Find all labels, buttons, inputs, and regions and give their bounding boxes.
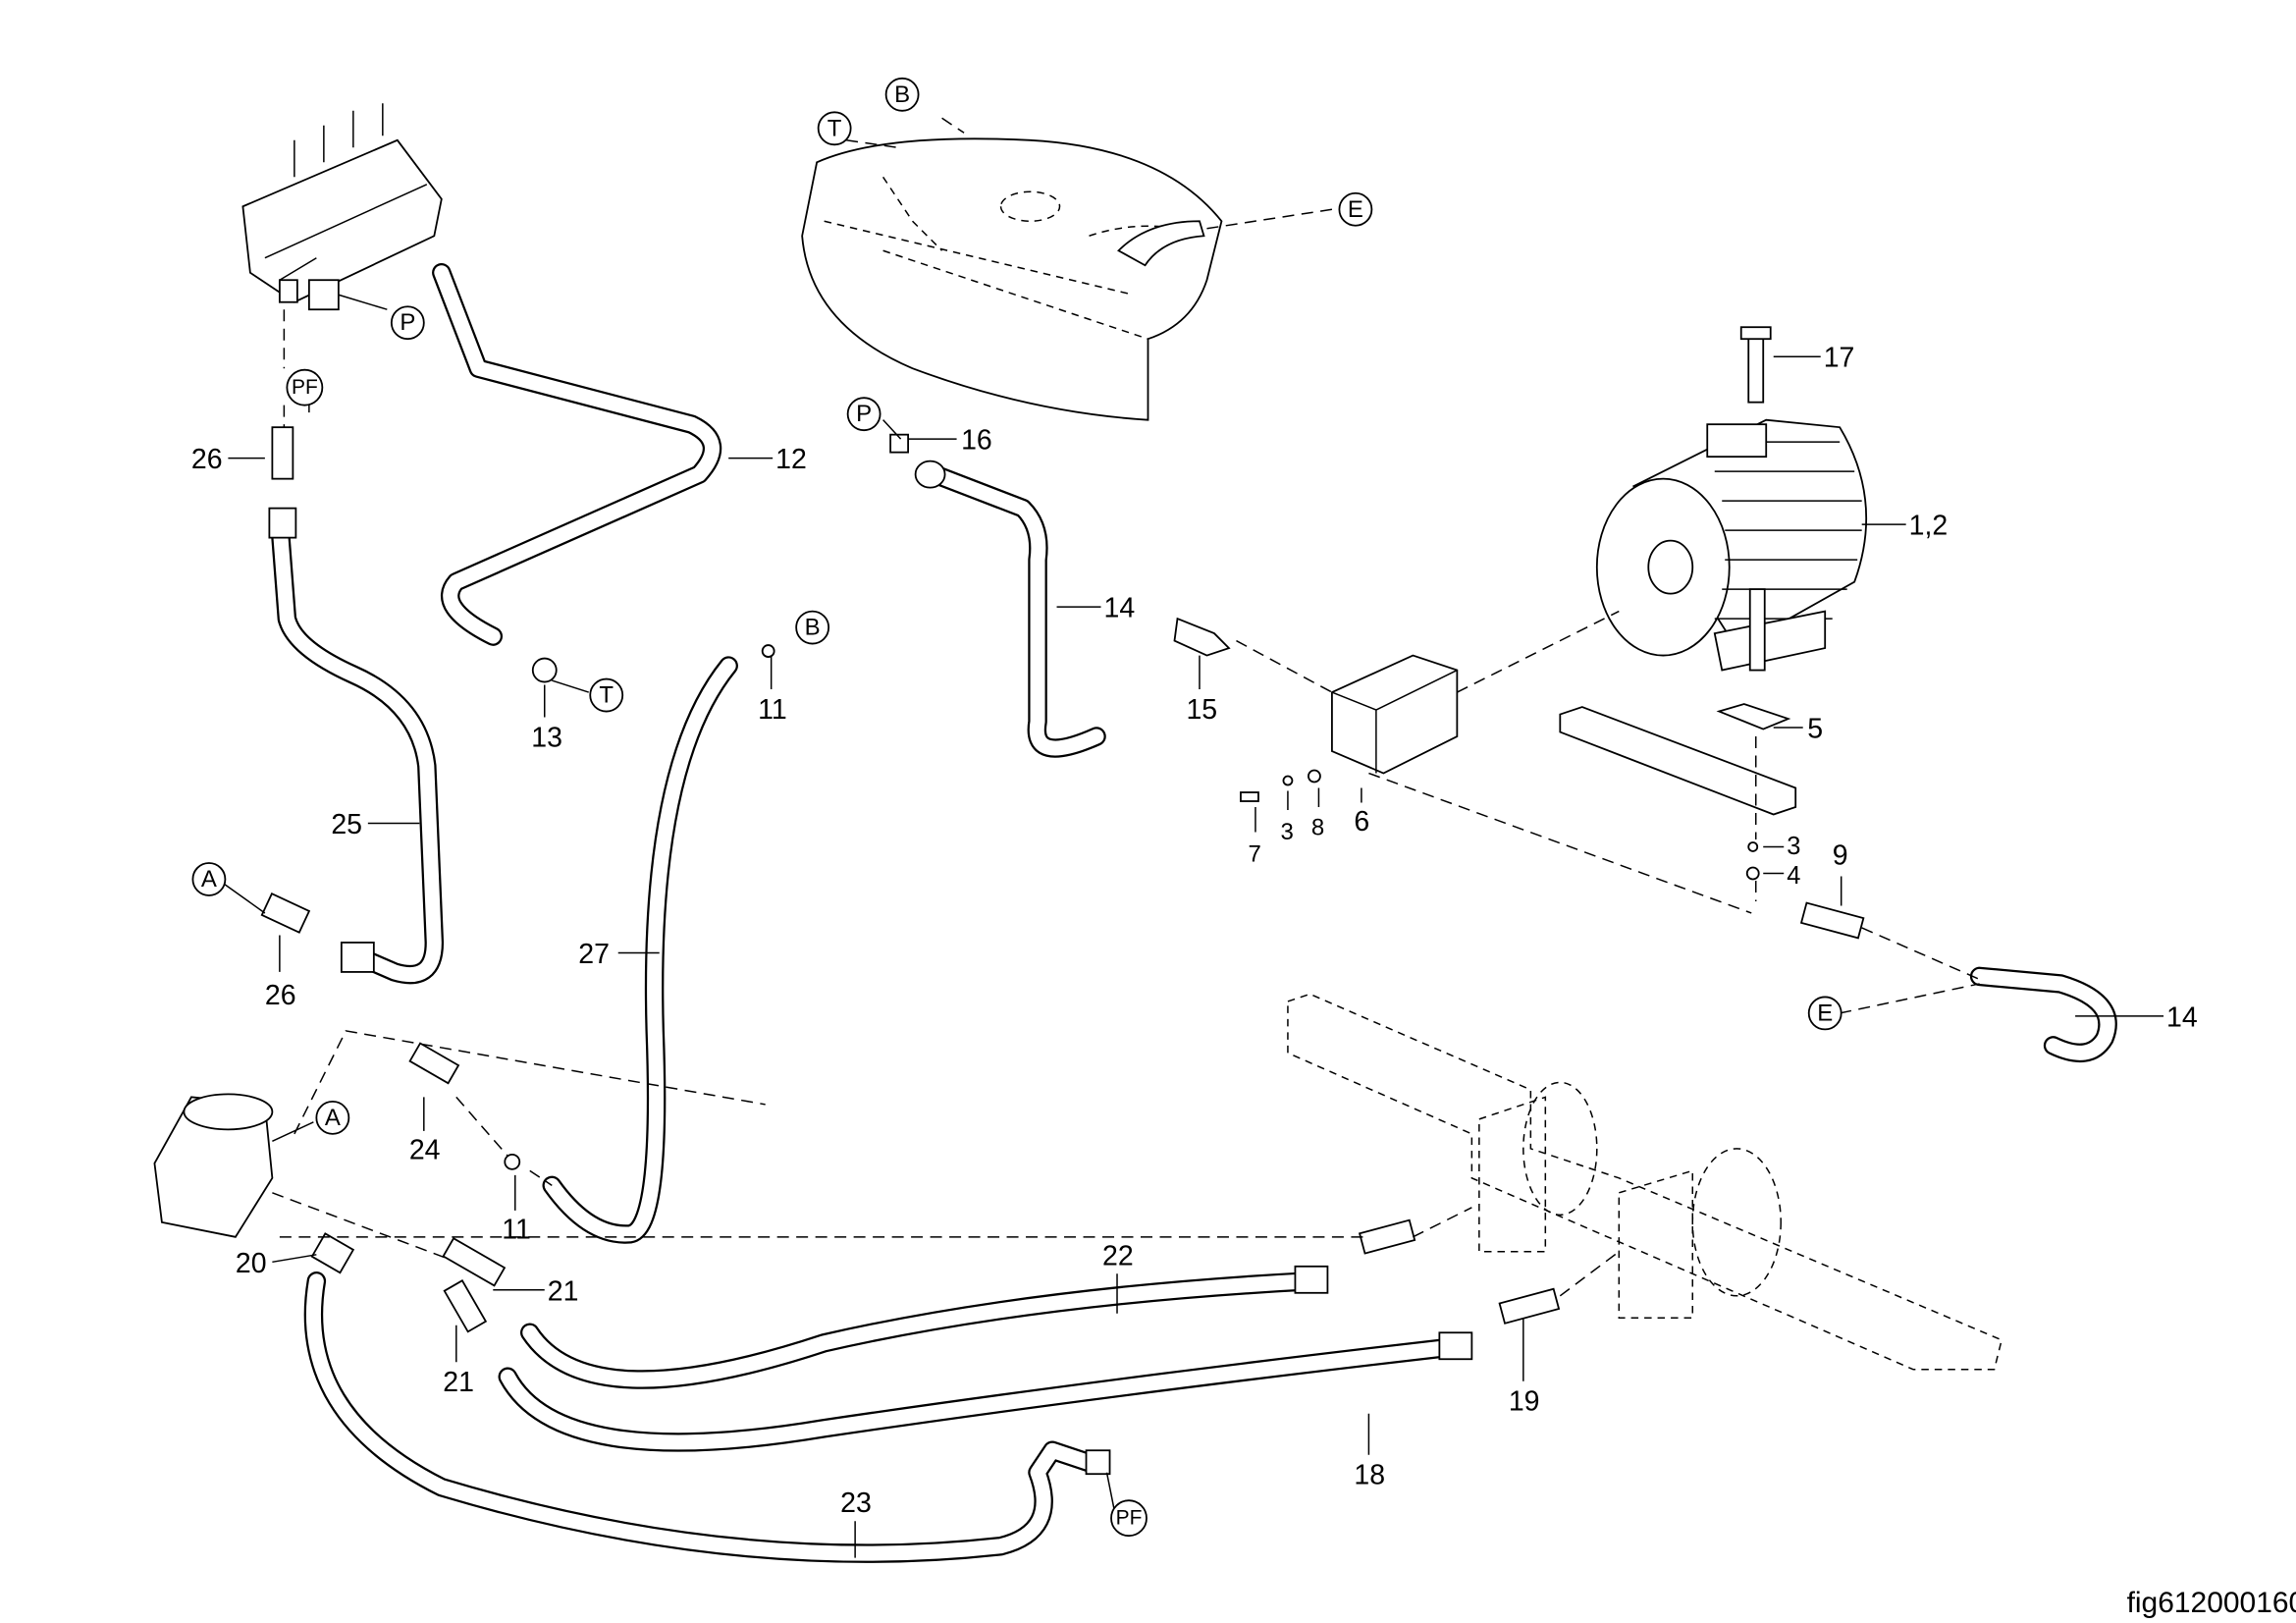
connection-p-valve: P [390,305,425,341]
svg-text:B: B [805,615,821,641]
svg-text:B: B [894,81,910,108]
callout-26-lower: 26 [265,980,296,1011]
hydraulic-tank [801,137,1223,421]
svg-text:A: A [201,866,217,893]
callout-14-lower: 14 [2166,1001,2198,1033]
callout-14-upper: 14 [1104,593,1136,624]
connection-t-clamp: T [589,677,624,713]
callout-20: 20 [236,1248,267,1279]
callout-11-upper: 11 [758,694,787,726]
callout-17: 17 [1824,343,1855,374]
svg-text:P: P [400,309,415,336]
callout-8: 8 [1311,814,1324,840]
connection-e-tank: E [1338,191,1373,227]
connection-pf-hose: PF [1110,1499,1148,1538]
svg-text:E: E [1817,1000,1833,1026]
callout-numbers: 26 12 16 17 1,2 14 11 13 15 5 6 7 3 8 3 … [191,343,2198,1520]
callout-4: 4 [1787,862,1800,890]
callout-6: 6 [1354,806,1369,838]
svg-text:PF: PF [1116,1507,1143,1530]
electric-motor [1595,326,1868,672]
callout-7: 7 [1248,840,1260,867]
callout-1-2: 1,2 [1909,511,1949,542]
callout-26-upper: 26 [191,444,223,475]
steering-axle [1287,993,2003,1371]
callout-15: 15 [1186,694,1217,726]
hose-14-upper [917,461,1106,758]
leader-lines [223,294,2164,1558]
callout-13: 13 [531,723,562,754]
callout-3-bracket: 3 [1787,833,1800,860]
svg-text:PF: PF [292,376,318,399]
hose-12 [432,262,722,646]
svg-text:A: A [325,1105,341,1131]
svg-text:T: T [828,115,842,141]
fittings [260,426,1865,1476]
callout-5: 5 [1807,714,1823,745]
connection-a-fitting: A [191,862,227,896]
hydraulic-pump [1331,654,1459,775]
callout-12: 12 [775,444,807,475]
dashed-assembly-lines [272,117,1980,1297]
callout-27: 27 [578,939,610,970]
callout-25: 25 [331,809,362,840]
connection-e-hose: E [1807,996,1842,1031]
connection-pf-valve: PF [286,368,324,406]
callout-24: 24 [409,1134,441,1165]
callout-11-lower: 11 [502,1214,531,1245]
control-valve [241,103,443,311]
callout-21-right: 21 [548,1275,579,1307]
connection-b-tank: B [884,77,920,112]
svg-text:T: T [599,682,614,709]
callout-18: 18 [1354,1460,1385,1491]
callout-3-pump: 3 [1280,819,1293,845]
figure-id: fig6120001600 [2127,1587,2296,1619]
svg-text:E: E [1348,196,1363,223]
motor-bracket [1559,703,1797,816]
callout-16: 16 [961,425,992,457]
connection-a-steering: A [315,1100,350,1135]
hose-25 [270,513,445,985]
connection-labels: B T E P PF P B T A E A PF [191,77,1842,1538]
callout-9: 9 [1833,839,1848,871]
callout-22: 22 [1102,1240,1134,1271]
svg-text:P: P [856,401,872,427]
steering-unit [153,1093,274,1238]
callout-21-lower: 21 [443,1367,474,1398]
connection-b-hose: B [795,610,830,645]
connection-p-fitting: P [846,397,881,432]
callout-19: 19 [1509,1386,1540,1418]
callout-23: 23 [840,1488,872,1519]
connection-t-tank: T [817,111,852,146]
hoses [270,262,2117,1563]
